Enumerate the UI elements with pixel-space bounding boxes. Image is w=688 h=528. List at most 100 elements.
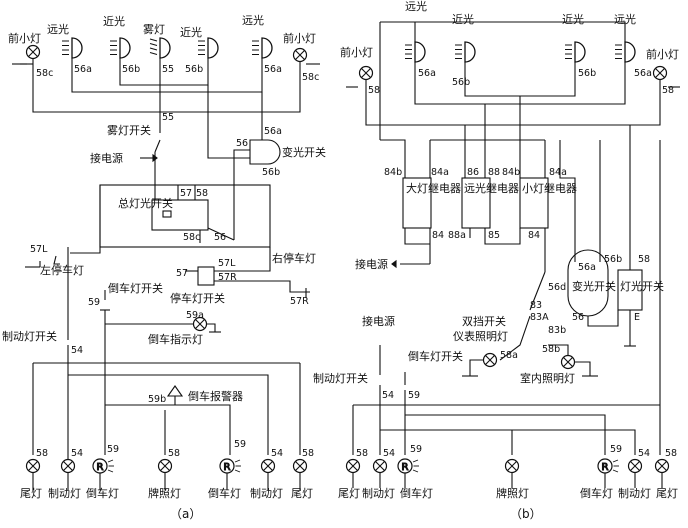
label-left-park-lamp: 左停车灯 xyxy=(40,263,84,277)
pin-label: 84a xyxy=(549,167,567,178)
label-reverse-switch: 倒车灯开关 xyxy=(108,281,163,295)
label-near-beam-left: 近光 xyxy=(452,12,474,26)
pin-label: 58 xyxy=(168,448,180,459)
pin-label: 84 xyxy=(528,230,540,241)
label-brake-lamp: 制动灯 xyxy=(618,487,651,500)
label-power: 接电源 xyxy=(355,257,388,271)
label-main-switch: 总灯光开关 xyxy=(118,196,173,210)
label-far-beam-top: 远光 xyxy=(405,0,427,13)
pin-label: 59 xyxy=(107,444,119,455)
near-beam-lamp-icon xyxy=(454,41,476,63)
front-lamp-left-icon xyxy=(358,65,374,81)
label-brake-switch: 制动灯开关 xyxy=(313,371,368,385)
label-front-lamp-right: 前小灯 xyxy=(646,47,679,61)
pin-label: 83 xyxy=(530,300,542,311)
pin-label: 58 xyxy=(302,448,314,459)
pin-label: 58b xyxy=(542,344,560,355)
pin-label: 56a xyxy=(264,64,282,75)
plate-lamp-icon xyxy=(504,458,520,474)
instrument-lamp-icon xyxy=(482,352,498,368)
pin-label: 56a xyxy=(264,126,282,137)
diagram-b xyxy=(345,21,680,488)
pin-label: 58 xyxy=(638,254,650,265)
label-near-beam-left: 近光 xyxy=(103,14,125,28)
label-right-park-lamp: 右停车灯 xyxy=(272,251,316,265)
label-tail-lamp: 尾灯 xyxy=(338,487,360,500)
pin-label: 88a xyxy=(448,230,466,241)
pin-label: 57 xyxy=(180,188,192,199)
caption-a: （a） xyxy=(170,507,201,521)
pin-label: 86 xyxy=(467,167,479,178)
reverse-lamp-left-icon xyxy=(92,458,115,474)
pin-label: 56 xyxy=(236,138,248,149)
diagram-a xyxy=(12,37,320,490)
near-beam-lamp-right-icon xyxy=(197,37,219,59)
pin-label: 56a xyxy=(634,68,652,79)
label-front-lamp-right: 前小灯 xyxy=(283,31,316,45)
pin-label: 84 xyxy=(432,230,444,241)
pin-label: 84b xyxy=(384,167,402,178)
far-beam-lamp-right-icon xyxy=(251,37,273,59)
front-lamp-left-icon xyxy=(25,44,41,60)
pin-label: 54 xyxy=(382,390,394,401)
diagram-a-labels: 前小灯 远光 近光 雾灯 近光 远光 前小灯 58c 56a 56b 55 56… xyxy=(2,13,326,521)
label-reverse-alarm: 倒车报警器 xyxy=(188,389,243,403)
label-front-lamp-left: 前小灯 xyxy=(340,45,373,59)
pin-label: 58a xyxy=(500,350,518,361)
far-beam-lamp-icon xyxy=(404,41,426,63)
label-far-beam-right: 远光 xyxy=(242,13,264,27)
front-lamp-right-icon xyxy=(652,65,668,81)
pin-label: 56 xyxy=(572,312,584,323)
pin-label: 56a xyxy=(578,262,596,273)
pin-label: 58c xyxy=(36,68,53,79)
caption-b: （b） xyxy=(510,507,542,521)
pin-label: 55 xyxy=(162,112,174,123)
pin-label: 55 xyxy=(162,64,174,75)
label-front-lamp-left: 前小灯 xyxy=(8,31,41,45)
tail-lamp-right-icon xyxy=(292,458,308,474)
pin-label: 59 xyxy=(234,439,246,450)
pin-label: 54 xyxy=(71,448,83,459)
label-near-beam-right: 近光 xyxy=(562,12,584,26)
label-interior-lamp: 室内照明灯 xyxy=(520,371,575,385)
reverse-lamp-right-icon xyxy=(597,458,620,474)
label-reverse-switch: 倒车灯开关 xyxy=(408,349,463,363)
front-lamp-right-icon xyxy=(292,47,308,63)
relay-2-text: 远光继电器 xyxy=(464,181,519,195)
label-light-switch: 灯光开关 xyxy=(620,279,664,293)
tail-lamp-left-icon xyxy=(25,458,41,474)
main-switch-text: 总灯光开关 xyxy=(118,196,173,210)
interior-lamp-icon xyxy=(560,354,576,370)
tail-lamp-left-icon xyxy=(345,458,361,474)
pin-label: 84a xyxy=(431,167,449,178)
brake-lamp-left-icon xyxy=(60,458,76,474)
far-beam-lamp-right-icon xyxy=(614,41,636,63)
label-reverse-lamp: 倒车灯 xyxy=(400,486,433,500)
pin-label: 56b xyxy=(185,64,203,75)
label-plate-lamp: 牌照灯 xyxy=(496,486,529,500)
pin-label: 59 xyxy=(410,444,422,455)
label-far-beam-right: 远光 xyxy=(614,12,636,26)
brake-lamp-right-icon xyxy=(260,458,276,474)
high-beam-relay xyxy=(461,177,491,229)
pin-label: 58 xyxy=(196,188,208,199)
label-instrument-lamp: 仪表照明灯 xyxy=(453,329,508,343)
pin-label: 59 xyxy=(408,390,420,401)
near-beam-lamp-right-icon xyxy=(564,41,586,63)
label-brake-switch: 制动灯开关 xyxy=(2,329,57,343)
pin-label: 56d xyxy=(548,282,566,293)
pin-label: 57R xyxy=(290,296,309,307)
label-tail-lamp: 尾灯 xyxy=(20,487,42,500)
plate-lamp-icon xyxy=(157,458,173,474)
brake-lamp-right-icon xyxy=(627,458,643,474)
label-brake-lamp: 制动灯 xyxy=(250,487,283,500)
pin-label: 56b xyxy=(452,77,470,88)
label-reverse-lamp: 倒车灯 xyxy=(208,486,241,500)
pin-label: 57L xyxy=(218,258,236,269)
label-brake-lamp: 制动灯 xyxy=(48,487,81,500)
pin-label: 58 xyxy=(665,448,677,459)
far-beam-lamp-icon xyxy=(61,37,83,59)
near-beam-lamp-icon xyxy=(109,37,131,59)
relay-1-label: 大灯继电器 xyxy=(406,181,461,195)
